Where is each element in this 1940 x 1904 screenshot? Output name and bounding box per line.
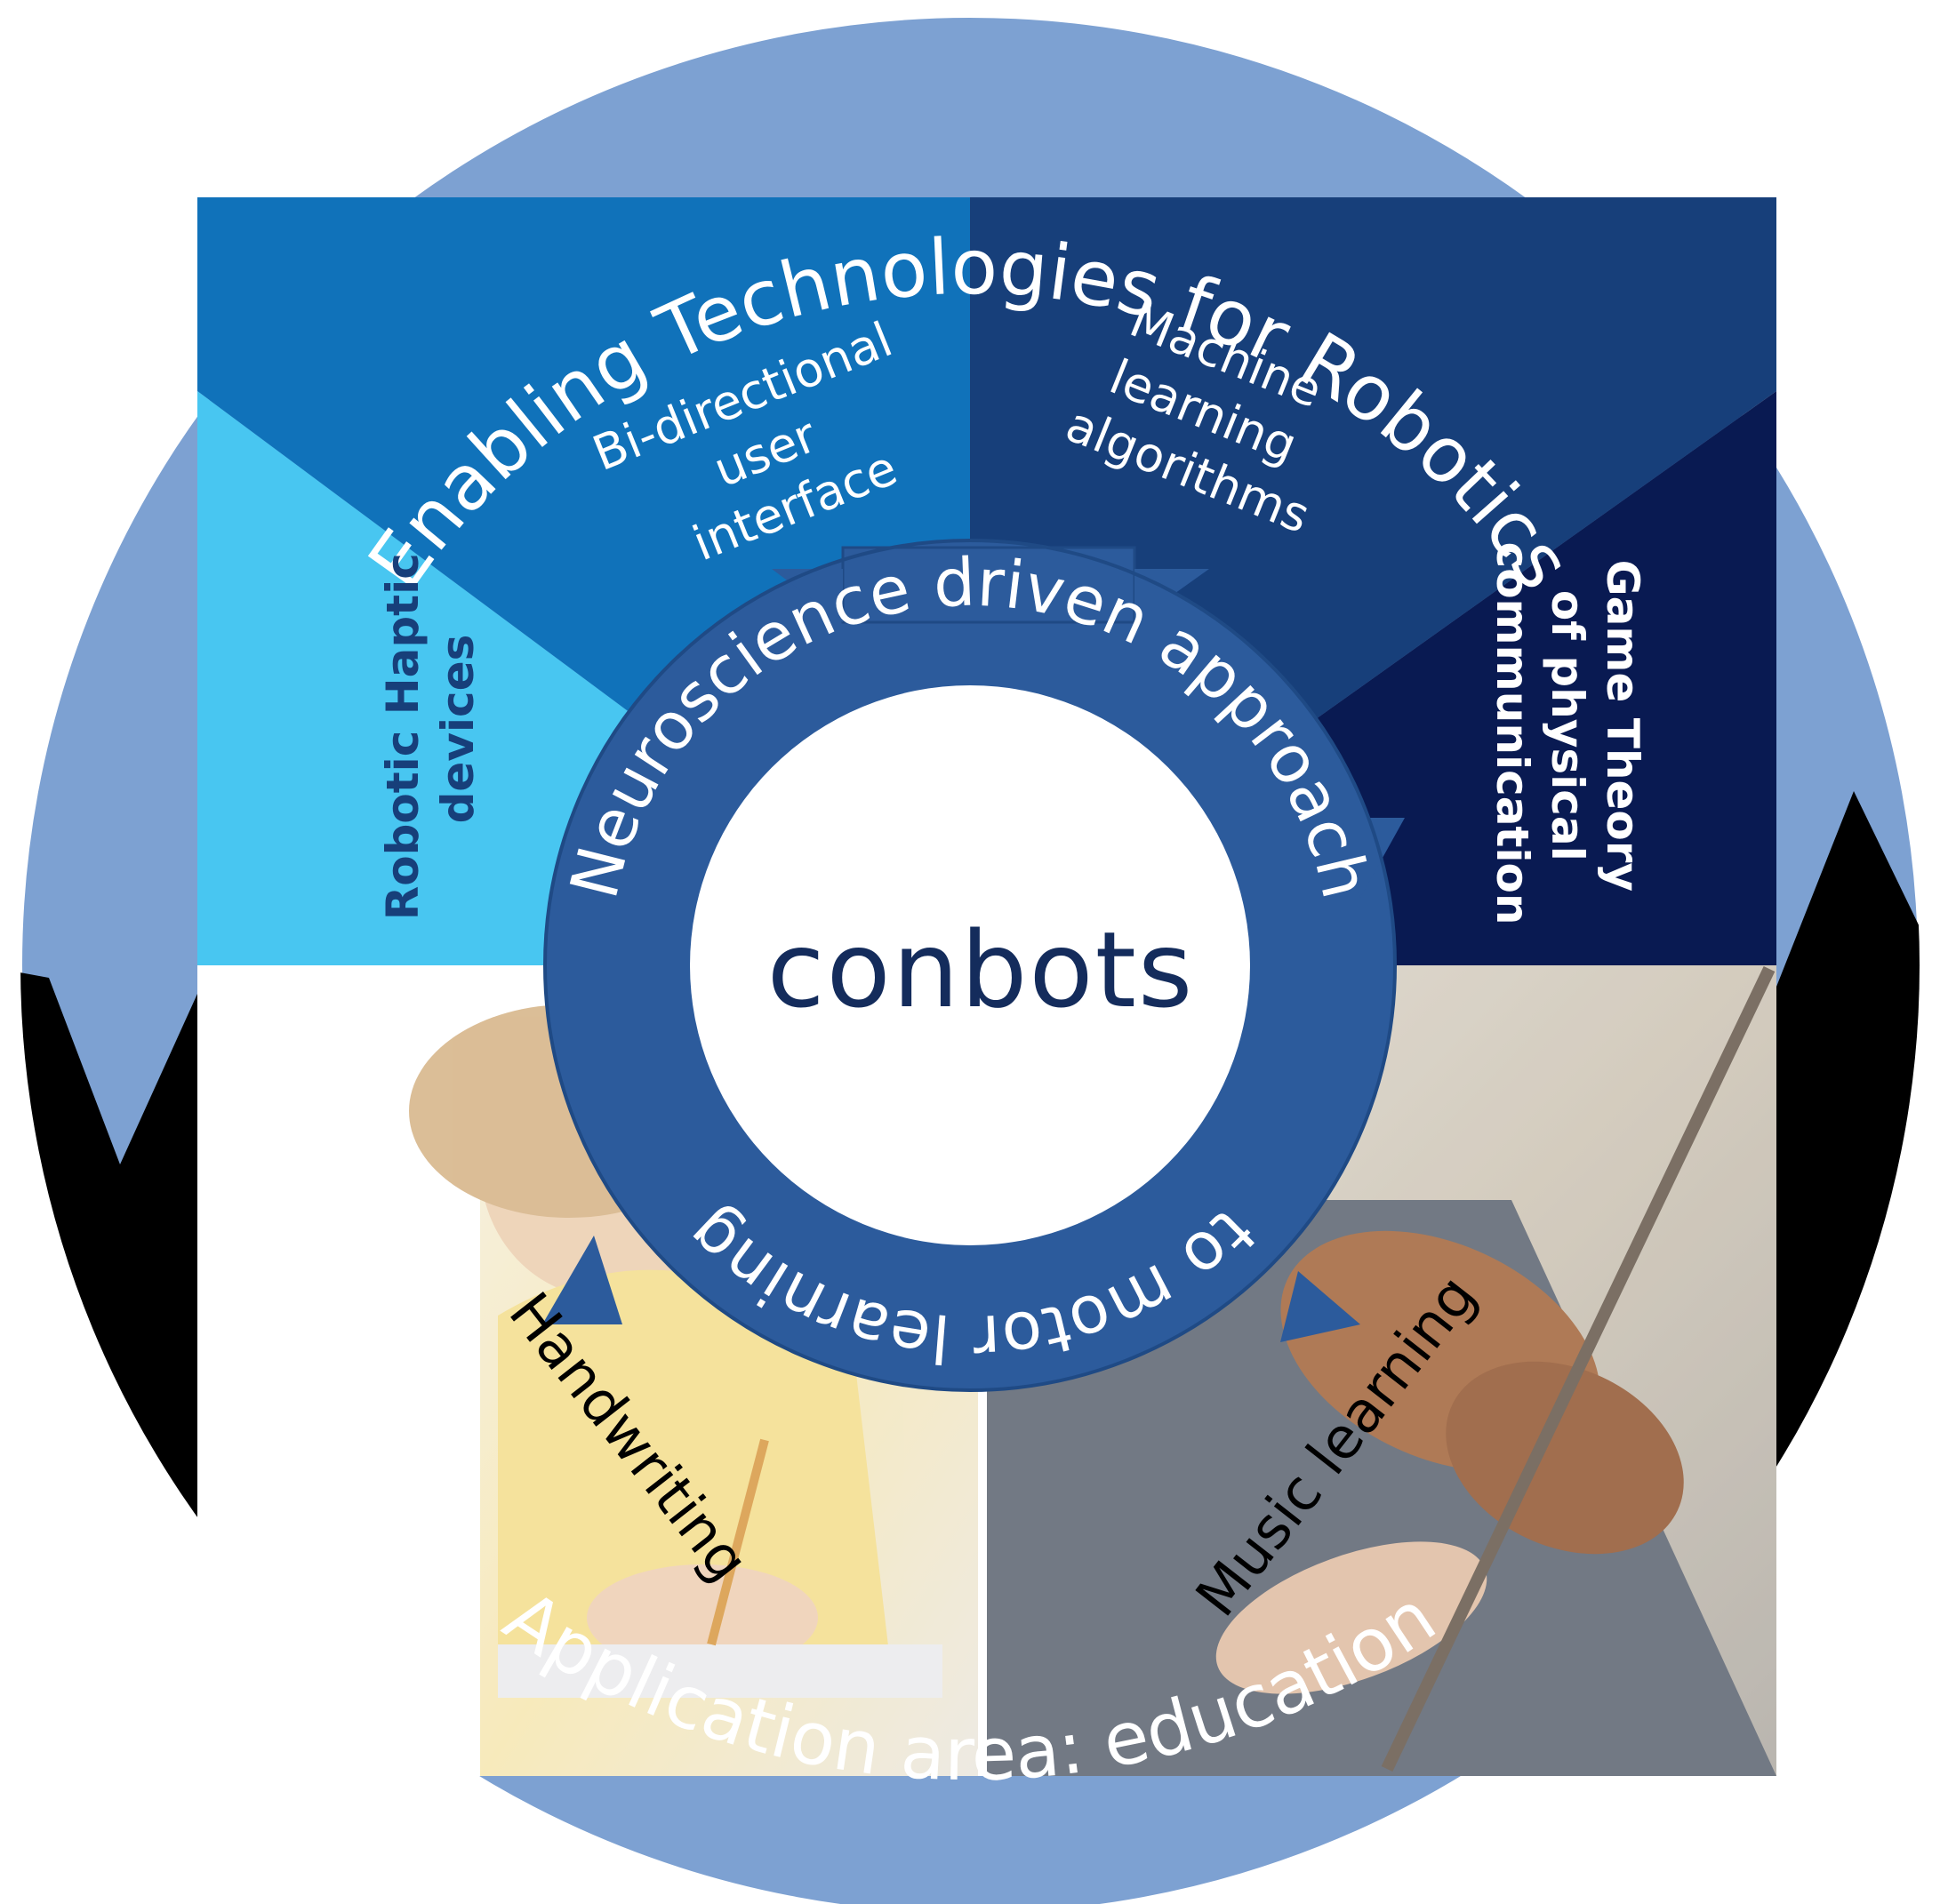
center-ring: [542, 539, 1405, 1392]
conbots-logo: conbots: [767, 908, 1195, 1031]
game-theory-label: Game Theory of physical communication: [1487, 542, 1648, 925]
center-white-disc: [690, 685, 1250, 1245]
svg-text:Game Theory of physical: Game Theory of physical communication: [1487, 542, 1648, 925]
haptic-label: Robotic Haptic devices: [377, 538, 484, 921]
svg-text:Robotic Haptic devices: Robotic Haptic devices: [377, 538, 484, 921]
